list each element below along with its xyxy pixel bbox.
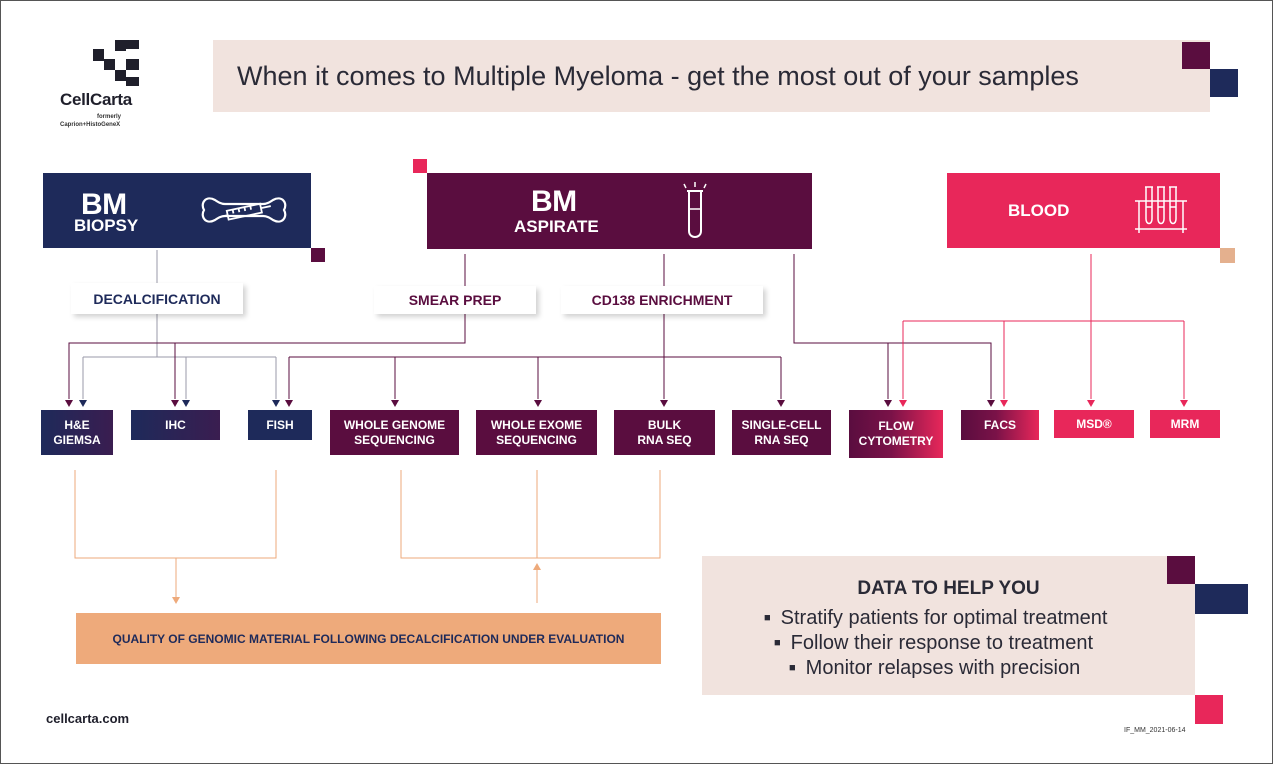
page-title: When it comes to Multiple Myeloma	[237, 60, 671, 91]
method-bulk-rna-seq: BULK RNA SEQ	[614, 410, 715, 455]
bone-syringe-icon	[201, 197, 287, 223]
method-fish: FISH	[248, 410, 312, 440]
method-single-cell-rna-seq: SINGLE-CELL RNA SEQ	[732, 410, 831, 455]
decor-square-tan	[1220, 248, 1235, 263]
bm-aspirate-big: BM	[531, 185, 577, 218]
method-whole-exome-sequencing: WHOLE EXOME SEQUENCING	[476, 410, 597, 455]
blood-label: BLOOD	[1008, 201, 1070, 220]
method-ihc: IHC	[131, 410, 220, 440]
decor-square-navy	[1195, 584, 1248, 614]
doc-code: IF_MM_2021-06-14	[1124, 727, 1186, 734]
bm-biopsy-big: BM	[81, 188, 127, 221]
bm-aspirate-small: ASPIRATE	[514, 217, 599, 236]
method-msd: MSD®	[1054, 410, 1134, 438]
decor-square-pink-small	[413, 159, 427, 173]
footer-url[interactable]: cellcarta.com	[46, 711, 130, 726]
test-tube-rack-icon	[1135, 186, 1187, 233]
help-bullet: ■Stratify patients for optimal treatment	[764, 607, 1108, 629]
source-blood: BLOOD	[947, 173, 1220, 248]
method-he-giemsa: H&E GIEMSA	[41, 410, 113, 455]
logo-wordmark: CellCarta	[60, 90, 132, 109]
help-title: DATA TO HELP YOU	[857, 578, 1040, 599]
prep-cd138-enrichment: CD138 ENRICHMENT	[561, 286, 763, 314]
decor-square-plum	[1182, 42, 1210, 69]
bm-biopsy-small: BIOPSY	[74, 216, 139, 235]
logo-former-names: Caprion+HistoGeneX	[60, 122, 121, 128]
cellcarta-logo-icon	[93, 40, 139, 86]
method-mrm: MRM	[1150, 410, 1220, 438]
method-facs: FACS	[961, 410, 1039, 440]
page-subtitle: - get the most out of your samples	[670, 60, 1079, 91]
prep-decalcification: DECALCIFICATION	[71, 283, 243, 314]
header-title-bar: When it comes to Multiple Myeloma - get …	[213, 40, 1210, 112]
test-tube-icon	[683, 182, 707, 238]
method-whole-genome-sequencing: WHOLE GENOME SEQUENCING	[330, 410, 459, 455]
decor-square-pink	[1195, 695, 1223, 724]
prep-smear: SMEAR PREP	[374, 286, 536, 314]
logo-formerly: formerly	[96, 114, 121, 120]
method-flow-cytometry: FLOW CYTOMETRY	[849, 410, 943, 458]
help-panel: DATA TO HELP YOU ■Stratify patients for …	[702, 556, 1195, 695]
decor-square-plum-small	[311, 248, 325, 262]
help-bullet: ■Monitor relapses with precision	[789, 657, 1081, 679]
help-bullet: ■Follow their response to treatment	[774, 632, 1094, 654]
source-bm-aspirate: BM ASPIRATE	[427, 173, 812, 249]
decor-square-navy	[1210, 69, 1238, 97]
source-bm-biopsy: BM BIOPSY	[43, 173, 311, 248]
quality-note: QUALITY OF GENOMIC MATERIAL FOLLOWING DE…	[76, 613, 661, 664]
decor-square-plum	[1167, 556, 1195, 584]
